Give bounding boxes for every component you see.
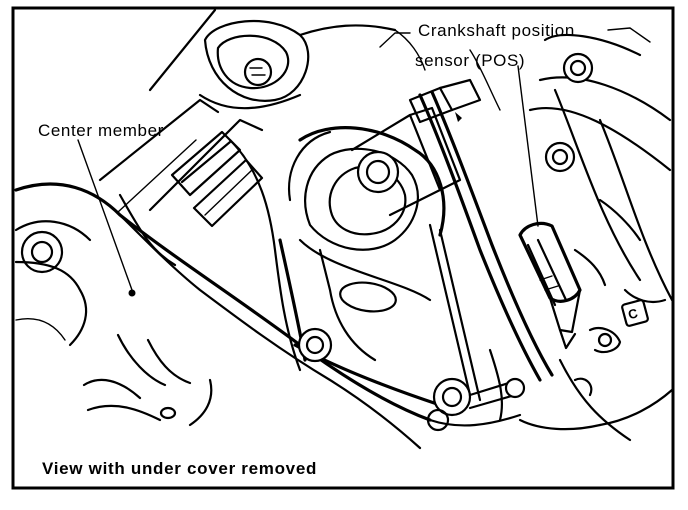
center-member-leader bbox=[77, 139, 133, 291]
crankshaft-leader-2 bbox=[517, 65, 539, 227]
frame-border bbox=[11, 6, 675, 490]
figure-caption: View with under cover removed bbox=[42, 459, 317, 478]
center-member-leader-2 bbox=[117, 139, 197, 213]
center-member bbox=[14, 182, 432, 450]
crankshaft-position-sensor bbox=[408, 78, 582, 382]
marker-c-label: C bbox=[626, 305, 640, 322]
crankshaft-leader-3 bbox=[607, 27, 651, 43]
engine-mount-bracket bbox=[228, 106, 482, 407]
leader-lines bbox=[77, 27, 651, 291]
center-member-label: Center member bbox=[38, 121, 164, 140]
lower-right-bolts bbox=[426, 377, 526, 432]
left-structure bbox=[98, 8, 264, 267]
crankshaft-sensor-label: sensor (POS) bbox=[415, 51, 525, 70]
transmission-housing bbox=[394, 29, 674, 442]
upper-left-mount bbox=[198, 19, 397, 110]
crankshaft-leader-1 bbox=[379, 32, 411, 48]
crankshaft-position-label: Crankshaft position bbox=[418, 21, 575, 40]
